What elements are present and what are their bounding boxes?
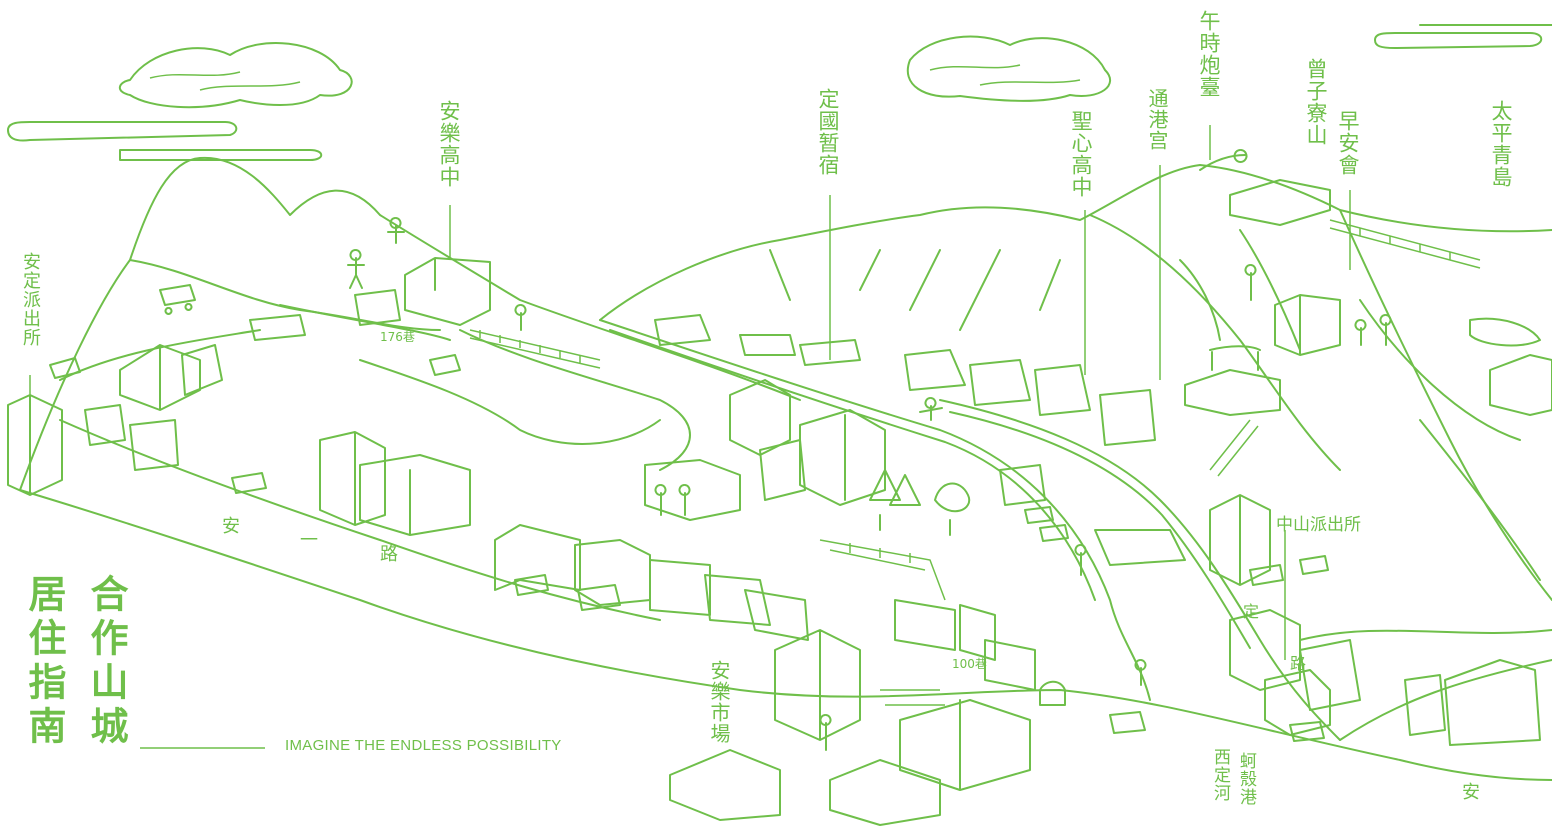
alley-176: 176巷	[380, 330, 415, 344]
road-lu: 路	[1290, 654, 1307, 673]
cannon-icon	[1199, 149, 1248, 171]
cloud-icon	[1374, 24, 1552, 49]
label-dingguo-dorm: 定國暂宿	[816, 88, 840, 176]
label-zengzi-mountain: 曾子寮山	[1304, 58, 1328, 146]
cloud-icon	[907, 35, 1112, 102]
label-tonggang-temple: 通港宫	[1145, 88, 1169, 151]
label-anle-high: 安樂高中	[437, 100, 461, 188]
label-taiping-qingdao: 太平青島	[1489, 100, 1513, 188]
leader-lines	[29, 125, 1351, 749]
stairs	[469, 219, 1481, 706]
road-ding: 定	[1243, 602, 1260, 621]
road-anyi-1: 安	[222, 516, 240, 537]
label-zaoan-hall: 早安會	[1336, 110, 1360, 176]
label-anle-market: 安樂市場	[707, 660, 731, 744]
person-icon	[347, 217, 1392, 751]
label-xiding-river: 西定河	[1210, 748, 1230, 802]
tree-icon	[869, 469, 971, 536]
title-col1: 合作山城	[84, 574, 128, 750]
road	[19, 304, 1552, 781]
cloud-icon	[118, 42, 353, 109]
road-anyi-3: 路	[380, 544, 398, 565]
label-noon-cannon: 午時炮臺	[1197, 10, 1221, 98]
scooter-icon	[429, 354, 1066, 706]
alley-100: 100巷	[952, 657, 987, 671]
road-anyi-2: 一	[300, 530, 318, 551]
label-shengxin-high: 聖心高中	[1069, 110, 1093, 198]
label-anding-police: 安定派出所	[20, 252, 41, 347]
road-an-right: 安	[1462, 782, 1480, 803]
label-zhongshan-police: 中山派出所	[1276, 515, 1361, 535]
title-col2: 居住指南	[22, 574, 66, 750]
cloud-icon	[7, 121, 323, 161]
car-icon	[49, 284, 1329, 742]
tagline: IMAGINE THE ENDLESS POSSIBILITY	[285, 737, 562, 754]
label-shigang-harbor: 蚵殼港	[1236, 752, 1256, 806]
